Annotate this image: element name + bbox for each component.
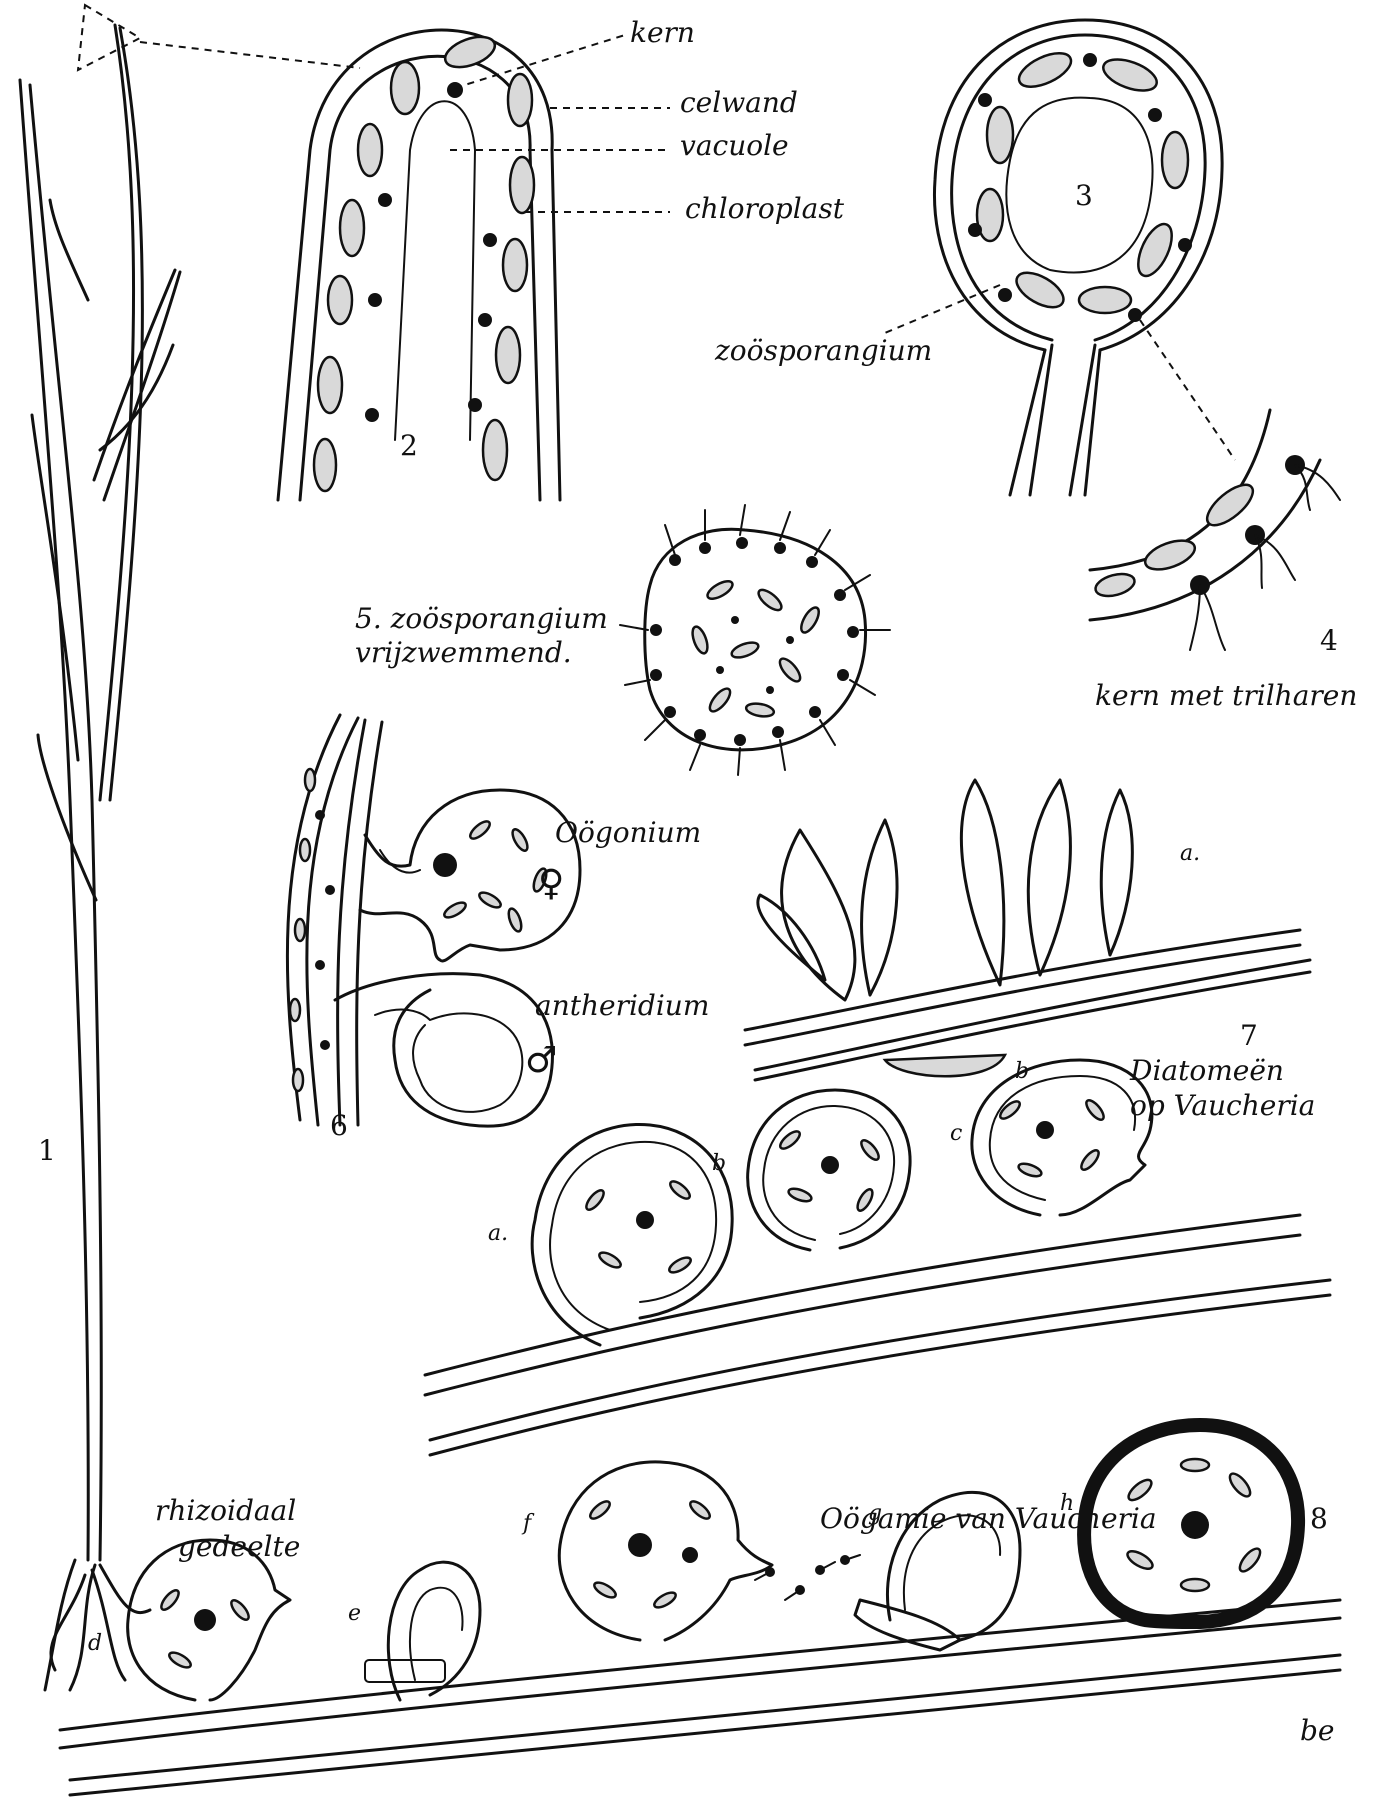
chloroplast-shape [314, 439, 336, 491]
nucleus-dot [1148, 108, 1162, 122]
figure-8-number: 8 [1310, 1502, 1328, 1535]
stage-c: c [950, 1121, 962, 1146]
nucleus-dot [447, 82, 463, 98]
stage-b: b [712, 1151, 726, 1176]
zoosporangium-label: zoösporangium [714, 334, 932, 367]
oogonium-label: Oögonium [555, 816, 701, 849]
flagella-group [620, 505, 890, 775]
figure-8-lower-filament: d e f g h be [60, 1425, 1340, 1795]
nucleus-dot [1128, 308, 1142, 322]
chloroplast-shape [1093, 570, 1137, 600]
figure-3-number: 3 [1075, 179, 1093, 212]
diatom-cells [758, 780, 1133, 1000]
chloroplast-shape [328, 276, 352, 324]
chloroplast-shape [987, 107, 1013, 163]
nucleus-dot [368, 293, 382, 307]
nucleus-dot [478, 313, 492, 327]
nucleus-dot [998, 288, 1012, 302]
stage-a: a. [488, 1221, 508, 1246]
chloroplast-shape [508, 74, 532, 126]
stage-g: g [868, 1501, 882, 1526]
figure-7-diatoms: a. b 7 Diatomeën op Vaucheria [745, 780, 1315, 1122]
chloroplast-shape [1141, 535, 1198, 575]
figure-1-number: 1 [38, 1134, 56, 1167]
nucleus-dot [636, 1211, 654, 1229]
figure-5-label-line2: vrijzwemmend. [355, 636, 572, 669]
chloroplast-shape [441, 31, 499, 73]
nucleus-dot [483, 233, 497, 247]
nucleus-dot [978, 93, 992, 107]
chloroplast-shape [1099, 53, 1161, 97]
chloroplast-shape [1162, 132, 1188, 188]
female-symbol: ♀ [538, 863, 564, 904]
figure-2-filament-tip: 2 kern celwand vacuole chloroplast [278, 16, 845, 500]
nucleus-dot [821, 1156, 839, 1174]
chloroplast-shape [483, 420, 507, 480]
chloroplast-shape [1014, 46, 1076, 93]
figure-4-number: 4 [1320, 624, 1338, 657]
nucleus-dot [1178, 238, 1192, 252]
male-symbol: ♂ [525, 1040, 557, 1081]
chloroplast-shape [1011, 266, 1069, 315]
figure-6-sex-organs: Oögonium ♀ antheridium ♂ 6 [287, 715, 709, 1142]
antheridium-label: antheridium [535, 989, 709, 1022]
chloroplast-shape [358, 124, 382, 176]
kern-trilharen-label: kern met trilharen [1095, 679, 1357, 712]
figure-6-number: 6 [330, 1109, 348, 1142]
chloroplast-label: chloroplast [685, 192, 845, 225]
stage-d: d [88, 1631, 102, 1656]
nucleus-dot [468, 398, 482, 412]
stage-f: f [521, 1511, 535, 1536]
nucleus-dot [1083, 53, 1097, 67]
chloroplast-shape [496, 327, 520, 383]
signature: be [1300, 1714, 1335, 1747]
vacuole-label: vacuole [680, 129, 789, 162]
inner-plastids [690, 578, 823, 719]
figure-4-flagellated-nuclei: 4 kern met trilharen [1090, 410, 1357, 712]
kern-label: kern [630, 16, 695, 49]
stage-e: e [348, 1601, 361, 1626]
chloroplast-shape [391, 62, 419, 114]
celwand-label: celwand [680, 86, 798, 119]
figure-7-stage-a: a. [1180, 841, 1200, 866]
chloroplast-shape [503, 239, 527, 291]
nucleus-dot [365, 408, 379, 422]
stage-h: h [1060, 1491, 1074, 1516]
chloroplast-shape [510, 157, 534, 213]
chloroplast-shape [1201, 478, 1259, 532]
diatomeen-label-line2: op Vaucheria [1130, 1089, 1315, 1122]
figure-5-label-line1: 5. zoösporangium [355, 602, 608, 635]
figure-2-number: 2 [400, 429, 418, 462]
chloroplast-shape [1131, 219, 1178, 281]
rhizoidaal-label-line1: rhizoidaal [155, 1494, 296, 1527]
figure-7-number: 7 [1240, 1019, 1258, 1052]
nucleus-dot [433, 853, 457, 877]
chloroplast-shape [318, 357, 342, 413]
nucleus-dot [378, 193, 392, 207]
figure-5-free-zoosporangium: 5. zoösporangium vrijzwemmend. [355, 505, 890, 775]
nucleus-dot [968, 223, 982, 237]
nucleus-dot [1036, 1121, 1054, 1139]
chloroplast-shape [340, 200, 364, 256]
diatomeen-label-line1: Diatomeën [1129, 1054, 1284, 1087]
chloroplast-shape [1079, 287, 1131, 313]
